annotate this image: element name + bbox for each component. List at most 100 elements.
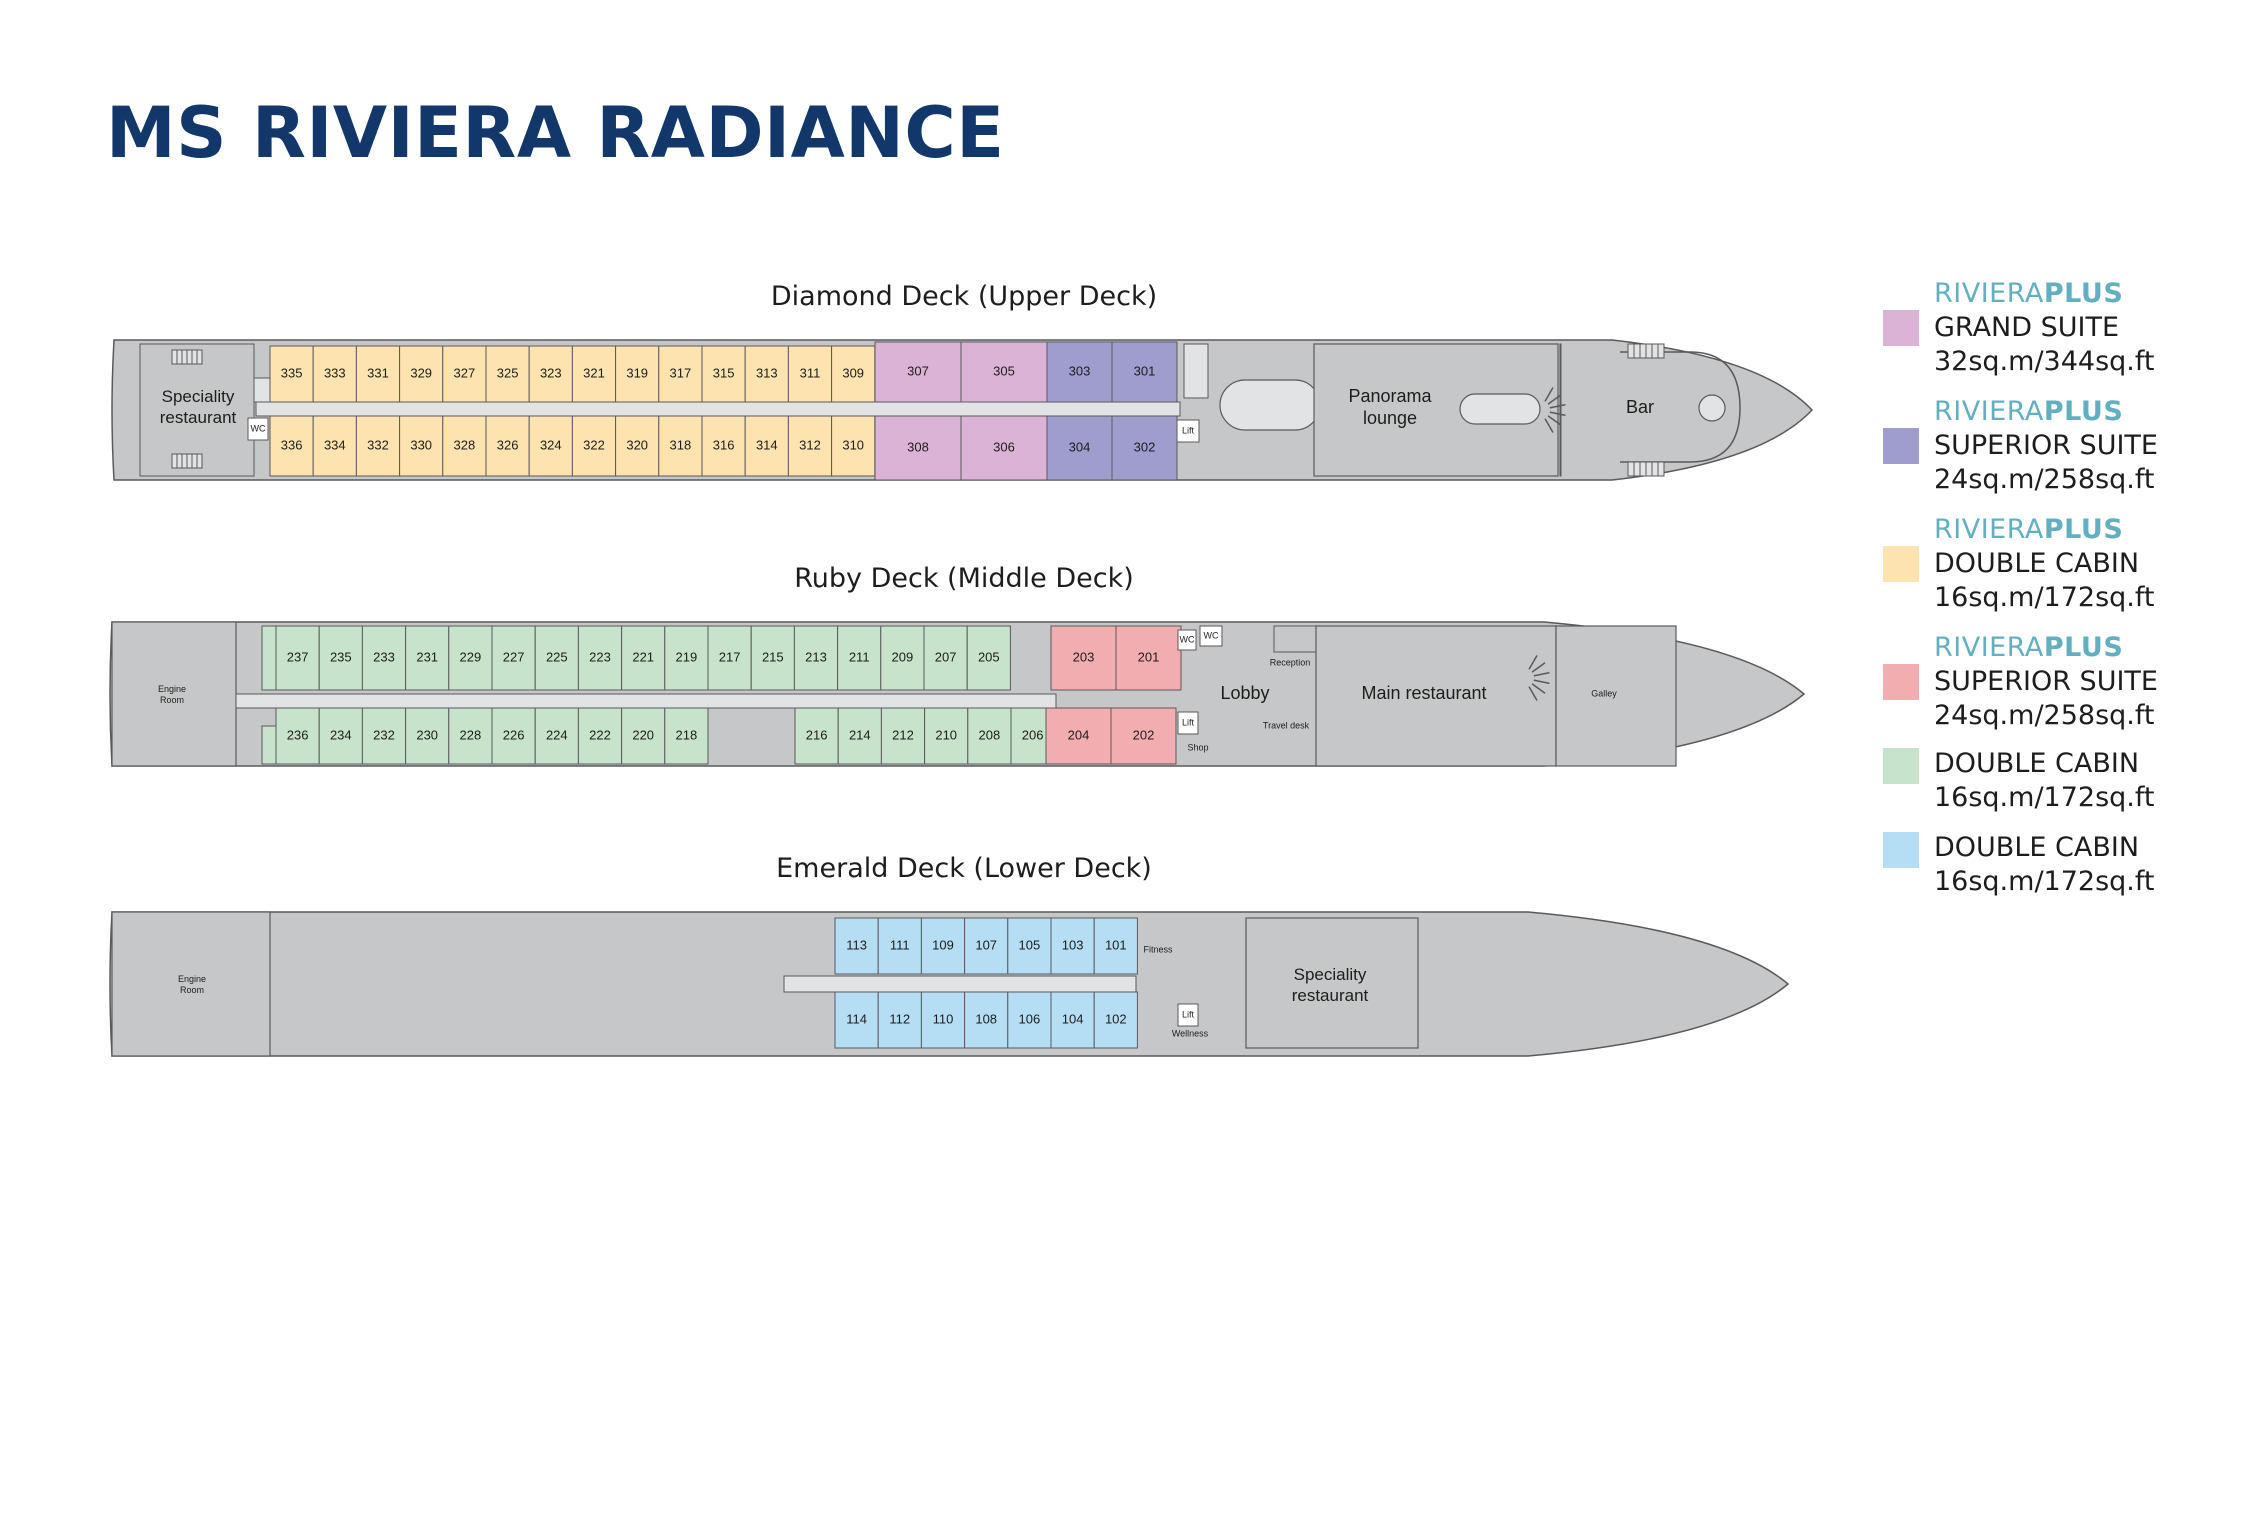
ruby-superior-suite-202 [1110, 707, 1177, 765]
diamond-superior-suite-301 [1111, 341, 1178, 403]
diamond-cabin-number-331: 331 [367, 365, 389, 380]
emerald-cabin-number-107: 107 [975, 937, 997, 952]
ruby-cabin-number-205: 205 [978, 649, 1000, 664]
ruby-cabin-226 [491, 707, 536, 765]
diamond-cabin-number-320: 320 [626, 437, 648, 452]
ruby-cabin-number-222: 222 [589, 727, 611, 742]
ruby-cabin-217 [707, 625, 752, 691]
diamond-cabin-323 [528, 345, 573, 403]
legend-size: 16sq.m/172sq.ft [1934, 582, 2155, 613]
ruby-superior-suite-204 [1045, 707, 1112, 765]
ruby-deck-title: Ruby Deck (Middle Deck) [794, 563, 1134, 594]
diamond-cabin-333 [312, 345, 357, 403]
emerald-cabin-109 [920, 917, 966, 975]
diamond-deck-title: Diamond Deck (Upper Deck) [770, 281, 1158, 312]
ruby-cabin-number-210: 210 [935, 727, 957, 742]
diamond-cabin-311 [787, 345, 833, 403]
legend-size: 16sq.m/172sq.ft [1934, 866, 2155, 897]
ruby-cabin-number-230: 230 [416, 727, 438, 742]
legend-size: 24sq.m/258sq.ft [1934, 700, 2155, 731]
diamond-panorama-label: Panorama [1348, 386, 1432, 406]
diamond-stairs-spiral-step [1549, 403, 1566, 409]
diamond-bar-counter [1620, 351, 1741, 463]
emerald-lift-label: Lift [1182, 1009, 1195, 1019]
diamond-bar-label: Bar [1626, 397, 1654, 417]
emerald-cabin-number-105: 105 [1019, 937, 1041, 952]
ruby-cabin-227 [491, 625, 536, 691]
emerald-engine-room [111, 911, 271, 1057]
diamond-cabin-324 [528, 415, 573, 477]
diamond-cabin-number-311: 311 [800, 365, 821, 380]
diamond-cabin-318 [658, 415, 703, 477]
legend-riviera-plus: RIVIERAPLUS [1934, 514, 2124, 545]
ruby-lift-label: Lift [1182, 717, 1195, 727]
ruby-cabin-number-233: 233 [373, 649, 395, 664]
diamond-cabin-number-322: 322 [583, 437, 605, 452]
emerald-cabin-102 [1093, 991, 1138, 1049]
ruby-cabin-end [261, 625, 277, 691]
ruby-stairs-spiral-step [1533, 671, 1550, 677]
diamond-cabin-number-313: 313 [756, 365, 778, 380]
legend-swatch [1883, 428, 1919, 464]
diamond-stairs-spiral-step [1544, 418, 1554, 433]
diamond-cabin-336 [269, 415, 314, 477]
emerald-cabin-108 [964, 991, 1009, 1049]
ruby-engine-label: Engine [158, 684, 186, 694]
diamond-cabin-number-319: 319 [626, 365, 648, 380]
diamond-wc-label: WC [251, 423, 266, 433]
ruby-cabin-number-209: 209 [892, 649, 914, 664]
diamond-lounge-bench [1219, 379, 1321, 431]
ruby-galley-label: Galley [1591, 688, 1617, 698]
diamond-cabin-number-309: 309 [842, 365, 864, 380]
diamond-cabin-313 [744, 345, 789, 403]
ruby-cabin-231 [405, 625, 450, 691]
ruby-reception-label: Reception [1270, 657, 1311, 667]
ruby-lobby-label: Lobby [1220, 683, 1269, 703]
diamond-cabin-number-332: 332 [367, 437, 389, 452]
diamond-stair-core [1183, 343, 1209, 399]
ruby-cabin-number-234: 234 [330, 727, 352, 742]
ruby-cabin-number-211: 211 [849, 649, 870, 664]
ruby-cabin-number-229: 229 [460, 649, 482, 664]
ruby-cabin-end [261, 725, 277, 765]
legend-item-grand-suite: RIVIERAPLUS GRAND SUITE 32sq.m/344sq.ft [1878, 272, 2218, 390]
ruby-cabin-number-225: 225 [546, 649, 568, 664]
diamond-wc [247, 417, 269, 441]
ruby-cabin-216 [794, 707, 839, 765]
diamond-cabin-number-321: 321 [583, 365, 605, 380]
diamond-cabin-320 [615, 415, 660, 477]
ruby-superior-suite-number-201: 201 [1138, 649, 1160, 664]
emerald-speciality-label: restaurant [1292, 986, 1369, 1005]
emerald-engine-label: Room [180, 985, 204, 995]
emerald-cabin-number-102: 102 [1105, 1011, 1127, 1026]
ruby-cabin-210 [924, 707, 969, 765]
diamond-superior-suite-302 [1111, 415, 1178, 481]
diamond-superior-suite-303 [1046, 341, 1113, 403]
ruby-cabin-233 [361, 625, 407, 691]
emerald-cabin-105 [1007, 917, 1052, 975]
page-title: MS RIVIERA RADIANCE [106, 92, 1005, 174]
legend-item-double-cabin-blue: DOUBLE CABIN 16sq.m/172sq.ft [1878, 828, 2218, 912]
ruby-cabin-number-231: 231 [416, 649, 438, 664]
diamond-stairs-spiral-step [1549, 411, 1566, 417]
ruby-cabin-number-226: 226 [503, 727, 525, 742]
legend-riviera-plus: RIVIERAPLUS [1934, 396, 2124, 427]
diamond-superior-suite-304 [1046, 415, 1113, 481]
diamond-bar-round [1698, 394, 1726, 422]
ruby-cabin-number-221: 221 [632, 649, 654, 664]
emerald-speciality-room [1245, 917, 1419, 1049]
legend-riviera-plus: RIVIERAPLUS [1934, 278, 2124, 309]
emerald-cabin-103 [1050, 917, 1095, 975]
diamond-cabin-number-312: 312 [799, 437, 821, 452]
diamond-superior-suite-number-303: 303 [1069, 363, 1091, 378]
diamond-grand-suite-number-306: 306 [993, 439, 1015, 454]
ruby-cabin-number-220: 220 [632, 727, 654, 742]
ruby-superior-suite-number-203: 203 [1073, 649, 1095, 664]
diamond-cabin-331 [355, 345, 401, 403]
diamond-cabin-335 [269, 345, 314, 403]
ruby-cabin-number-237: 237 [287, 649, 309, 664]
diamond-cabin-number-317: 317 [670, 365, 692, 380]
ruby-cabin-235 [318, 625, 363, 691]
legend-size: 24sq.m/258sq.ft [1934, 464, 2155, 495]
ruby-cabin-number-214: 214 [849, 727, 871, 742]
